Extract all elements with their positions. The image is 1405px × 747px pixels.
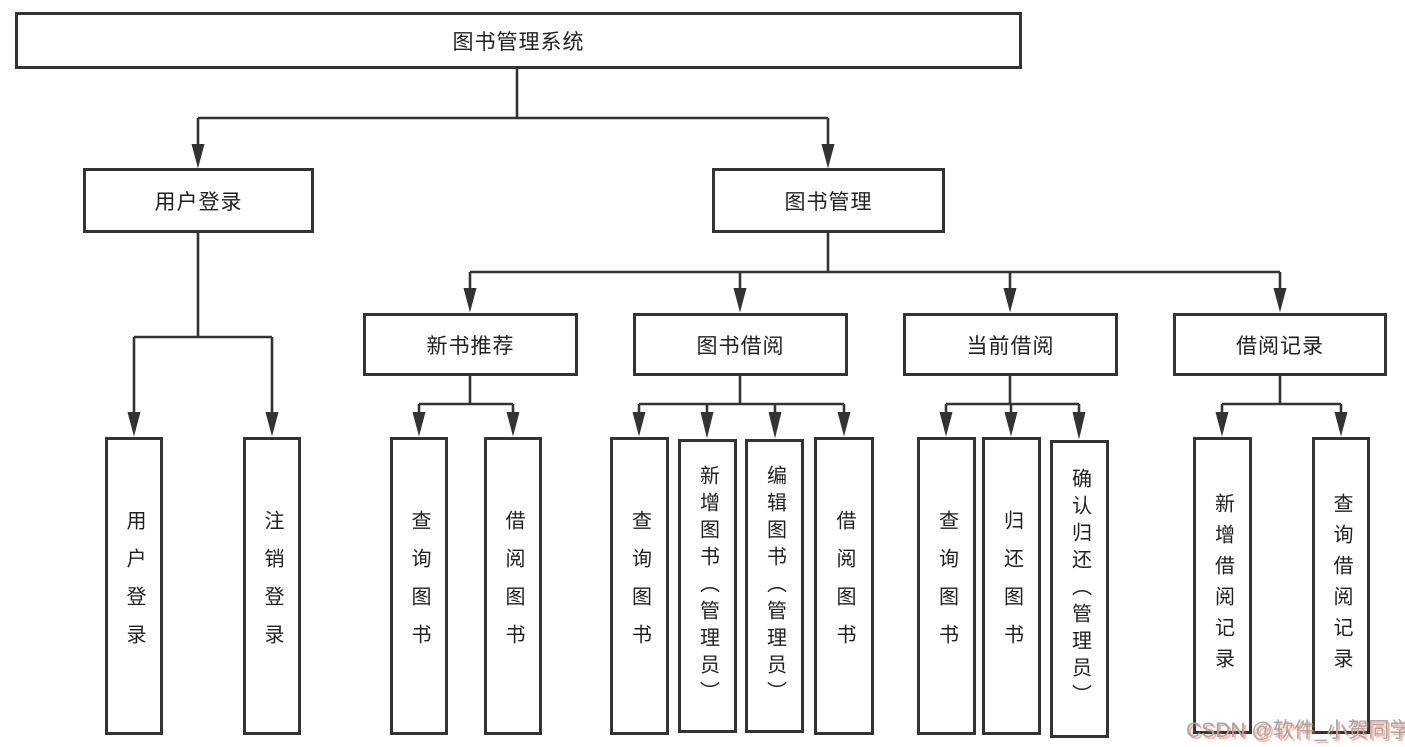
leaf-query-books-current: 查询图书 <box>917 437 976 735</box>
branch-borrow-records <box>1220 376 1343 414</box>
branch-book-management-arrows <box>463 288 1287 313</box>
branch-current-borrow-arrows <box>939 412 1086 440</box>
leaf-borrow-books-recommend: 借阅图书 <box>484 437 542 735</box>
leaf-query-books-borrow-label: 查询图书 <box>628 510 651 662</box>
node-current-borrow-label: 当前借阅 <box>966 334 1055 358</box>
csdn-watermark: CSDN @软件_小贺同学 <box>1186 719 1405 742</box>
leaf-confirm-return-admin: 确认归还（管理员） <box>1050 440 1109 738</box>
leaf-query-borrow-record-label: 查询借阅记录 <box>1330 492 1352 679</box>
leaf-user-login: 用户登录 <box>105 437 163 735</box>
leaf-return-books: 归还图书 <box>982 437 1041 735</box>
leaf-edit-books-admin: 编辑图书（管理员） <box>745 439 804 733</box>
leaf-return-books-label: 归还图书 <box>1000 510 1023 662</box>
leaf-add-books-admin-label: 新增图书（管理员） <box>696 464 719 708</box>
node-library-management-system-label: 图书管理系统 <box>452 30 585 54</box>
leaf-borrow-books-recommend-label: 借阅图书 <box>502 510 524 662</box>
leaf-query-books-borrow: 查询图书 <box>610 437 669 735</box>
leaf-logout: 注销登录 <box>243 437 301 735</box>
node-library-management-system: 图书管理系统 <box>15 12 1022 69</box>
branch-book-borrow-arrows <box>632 412 851 439</box>
leaf-add-books-admin: 新增图书（管理员） <box>678 439 737 733</box>
node-borrow-records-label: 借阅记录 <box>1236 334 1324 358</box>
node-book-borrow-label: 图书借阅 <box>696 334 785 358</box>
branch-new-book-recommend <box>417 376 515 414</box>
leaf-query-books-recommend-label: 查询图书 <box>408 510 430 662</box>
leaf-query-books-current-label: 查询图书 <box>935 510 958 662</box>
node-book-borrow: 图书借阅 <box>633 313 848 376</box>
leaf-confirm-return-admin-label: 确认归还（管理员） <box>1068 467 1091 711</box>
node-borrow-records: 借阅记录 <box>1173 313 1387 376</box>
leaf-logout-label: 注销登录 <box>261 510 283 662</box>
branch-root-arrows <box>191 144 835 169</box>
branch-new-book-recommend-arrows <box>412 412 520 437</box>
branch-user-login <box>132 233 274 414</box>
leaf-user-login-label: 用户登录 <box>123 510 145 662</box>
branch-book-borrow <box>637 376 846 414</box>
leaf-add-borrow-record: 新增借阅记录 <box>1193 437 1252 734</box>
leaf-edit-books-admin-label: 编辑图书（管理员） <box>763 464 786 708</box>
branch-user-login-arrows <box>127 412 279 437</box>
node-new-book-recommend-label: 新书推荐 <box>426 334 515 358</box>
node-book-management: 图书管理 <box>712 168 945 233</box>
node-user-login-label: 用户登录 <box>154 190 243 214</box>
node-current-borrow: 当前借阅 <box>903 313 1118 376</box>
leaf-query-books-recommend: 查询图书 <box>390 437 448 735</box>
branch-root <box>196 69 830 146</box>
node-new-book-recommend: 新书推荐 <box>363 313 578 376</box>
branch-current-borrow <box>944 376 1081 414</box>
leaf-borrow-books-label: 借阅图书 <box>833 510 855 662</box>
branch-book-management <box>468 233 1282 290</box>
leaf-borrow-books: 借阅图书 <box>814 437 874 735</box>
node-user-login: 用户登录 <box>83 168 314 233</box>
node-book-management-label: 图书管理 <box>784 190 873 214</box>
leaf-query-borrow-record: 查询借阅记录 <box>1312 437 1370 734</box>
leaf-add-borrow-record-label: 新增借阅记录 <box>1211 492 1234 679</box>
branch-borrow-records-arrows <box>1215 412 1348 437</box>
